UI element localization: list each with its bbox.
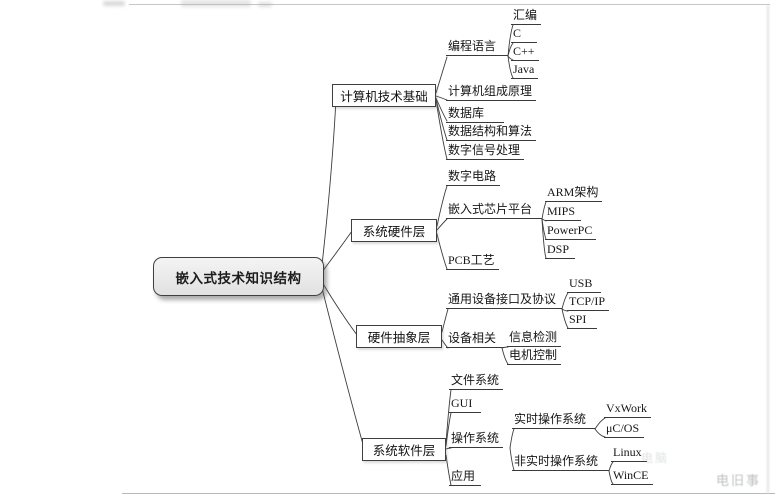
- leaf-data-structures-algorithms: 数据结构和算法: [446, 124, 537, 141]
- leaf-motor-control: 电机控制: [507, 348, 562, 365]
- leaf-database: 数据库: [446, 106, 504, 123]
- watermark-text: 电脑: [641, 451, 670, 465]
- leaf-java: Java: [511, 62, 539, 79]
- leaf-programming-language: 编程语言: [446, 39, 508, 56]
- leaf-linux: Linux: [611, 445, 647, 462]
- leaf-gui: GUI: [449, 396, 481, 413]
- branch-hardware-abstraction: 硬件抽象层: [356, 325, 442, 348]
- leaf-assembly: 汇编: [511, 8, 542, 25]
- leaf-c: C: [511, 26, 537, 43]
- page-bottom-edge: [122, 493, 775, 494]
- page-top-edge: [129, 4, 770, 5]
- scan-smudge: [103, 1, 125, 6]
- leaf-device-related: 设备相关: [446, 331, 504, 348]
- leaf-spi: SPI: [567, 312, 597, 329]
- leaf-application: 应用: [449, 469, 481, 486]
- leaf-usb: USB: [567, 276, 601, 293]
- branch-system-hardware: 系统硬件层: [351, 219, 437, 242]
- leaf-tcpip: TCP/IP: [567, 294, 610, 311]
- edge: [436, 218, 448, 231]
- leaf-dsp: DSP: [545, 242, 575, 259]
- edge: [321, 281, 358, 336]
- leaf-digital-circuits: 数字电路: [446, 169, 501, 186]
- edge: [321, 287, 365, 449]
- edge: [441, 308, 449, 333]
- leaf-file-system: 文件系统: [449, 373, 504, 390]
- edge: [445, 447, 452, 450]
- edge: [321, 98, 337, 266]
- branch-computer-fundamentals: 计算机技术基础: [332, 84, 436, 107]
- leaf-vxworks: VxWork: [604, 401, 652, 418]
- leaf-info-detection: 信息检测: [507, 330, 562, 347]
- leaf-ucos: μC/OS: [604, 421, 644, 438]
- leaf-pcb-technology: PCB工艺: [446, 253, 499, 270]
- leaf-digital-signal-processing: 数字信号处理: [446, 143, 525, 160]
- scan-smudge: [258, 2, 272, 7]
- root-node: 嵌入式技术知识结构: [153, 257, 324, 296]
- leaf-cpp: C++: [511, 44, 539, 61]
- scan-smudge: [181, 0, 251, 7]
- page-right-edge: [767, 5, 769, 493]
- branch-system-software: 系统软件层: [362, 438, 446, 461]
- leaf-powerpc: PowerPC: [545, 223, 597, 240]
- leaf-arm: ARM架构: [545, 185, 603, 202]
- leaf-wince: WinCE: [611, 468, 653, 485]
- leaf-non-realtime-os: 非实时操作系统: [512, 454, 609, 471]
- leaf-computer-organization: 计算机组成原理: [446, 84, 537, 101]
- watermark-text: 电旧事: [716, 473, 762, 488]
- leaf-device-interfaces-protocols: 通用设备接口及协议: [446, 292, 562, 309]
- leaf-embedded-chip-platform: 嵌入式芯片平台: [446, 202, 542, 219]
- leaf-operating-system: 操作系统: [449, 431, 504, 448]
- leaf-mips: MIPS: [545, 204, 581, 221]
- edge: [321, 230, 353, 273]
- edge: [509, 428, 515, 449]
- leaf-realtime-os: 实时操作系统: [512, 412, 595, 429]
